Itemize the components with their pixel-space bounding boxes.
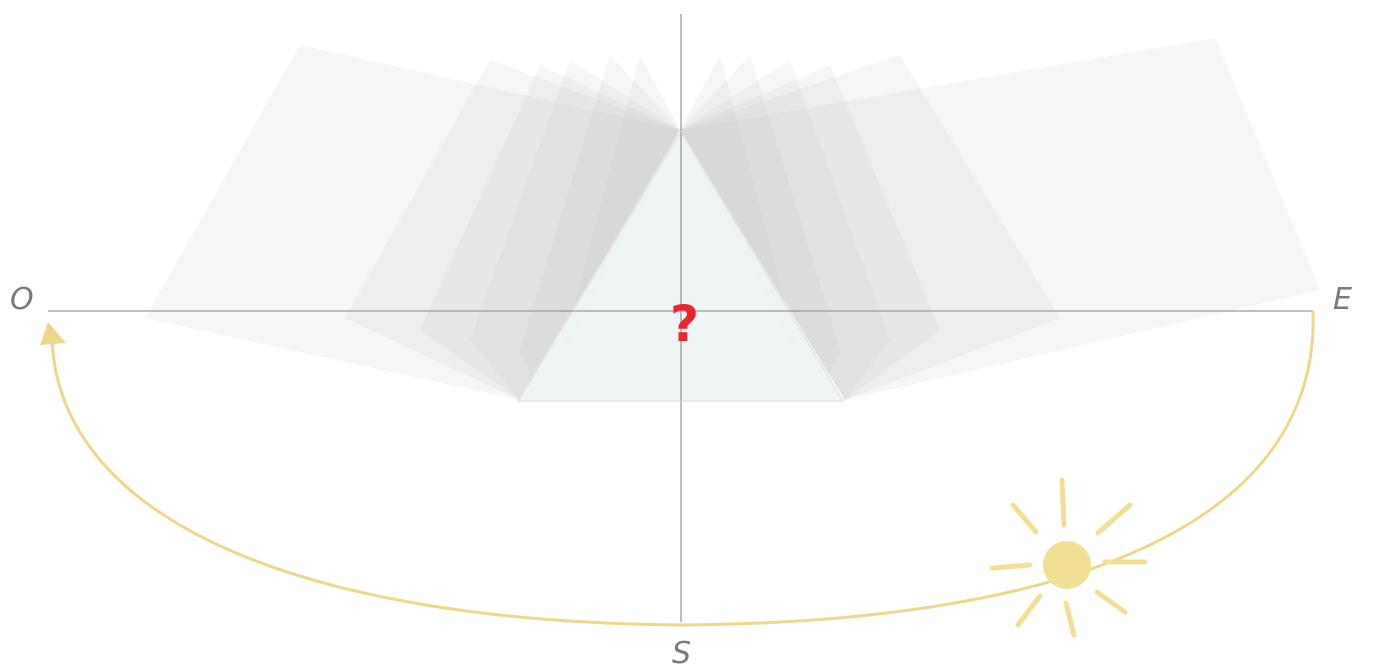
- west-label: O: [10, 282, 34, 317]
- arrow-head-icon: [40, 322, 66, 345]
- east-label: E: [1333, 282, 1352, 317]
- shadow-east-far: [680, 38, 1320, 400]
- shadow-west-mid: [345, 60, 680, 400]
- shadow-west-near-2: [470, 60, 680, 400]
- sun-path: [50, 310, 1315, 627]
- south-label: S: [672, 636, 691, 668]
- shadow-east-near-2: [680, 60, 890, 400]
- shadow-east-mid: [680, 55, 1060, 400]
- shadow-west-near-3: [520, 55, 680, 400]
- shadow-east-near-1: [680, 65, 940, 400]
- shadow-west-near-1: [420, 65, 680, 400]
- unknown-mark: ?: [670, 295, 699, 353]
- sun-icon: [989, 477, 1148, 638]
- shadow-east-near-3: [680, 55, 840, 400]
